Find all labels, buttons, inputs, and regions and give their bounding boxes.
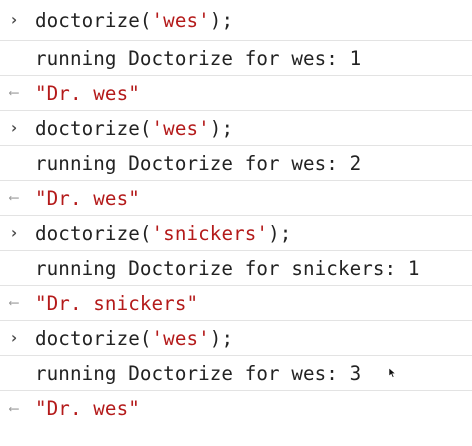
console-input-row[interactable]: › doctorize('wes'); (0, 111, 472, 146)
return-arrow-icon: ⟵ (9, 400, 19, 417)
chevron-right-icon: › (9, 328, 19, 347)
console-log-text: running Doctorize for snickers: 1 (35, 256, 420, 280)
console-input-text: doctorize('wes'); (35, 326, 234, 350)
console-input-row[interactable]: › doctorize('snickers'); (0, 216, 472, 251)
console-log-row: running Doctorize for wes: 2 (0, 146, 472, 181)
console-result-row: ⟵ "Dr. wes" (0, 391, 472, 426)
console-result-value: "Dr. snickers" (35, 291, 199, 315)
console-log-text: running Doctorize for wes: 3 (35, 361, 362, 385)
return-arrow-icon: ⟵ (9, 295, 19, 311)
console-log-row: running Doctorize for snickers: 1 (0, 251, 472, 286)
console-log-row: running Doctorize for wes: 1 (0, 41, 472, 76)
console-result-row: ⟵ "Dr. wes" (0, 181, 472, 216)
console-result-row: ⟵ "Dr. snickers" (0, 286, 472, 321)
return-arrow-icon: ⟵ (9, 85, 19, 101)
console-log-text: running Doctorize for wes: 1 (35, 46, 362, 70)
chevron-right-icon: › (9, 118, 19, 137)
chevron-right-icon: › (9, 10, 19, 29)
return-arrow-icon: ⟵ (9, 190, 19, 206)
console-result-value: "Dr. wes" (35, 81, 140, 105)
chevron-right-icon: › (9, 223, 19, 242)
console-result-row: ⟵ "Dr. wes" (0, 76, 472, 111)
console-input-text: doctorize('snickers'); (35, 221, 292, 245)
console-input-text: doctorize('wes'); (35, 8, 234, 32)
console-log-text: running Doctorize for wes: 2 (35, 151, 362, 175)
console-input-text: doctorize('wes'); (35, 116, 234, 140)
console-result-value: "Dr. wes" (35, 186, 140, 210)
console-log-row: running Doctorize for wes: 3 (0, 356, 472, 391)
mouse-cursor-icon (389, 368, 397, 378)
console-result-value: "Dr. wes" (35, 397, 140, 420)
console-input-row[interactable]: › doctorize('wes'); (0, 321, 472, 356)
console-input-row[interactable]: › doctorize('wes'); (0, 0, 472, 41)
